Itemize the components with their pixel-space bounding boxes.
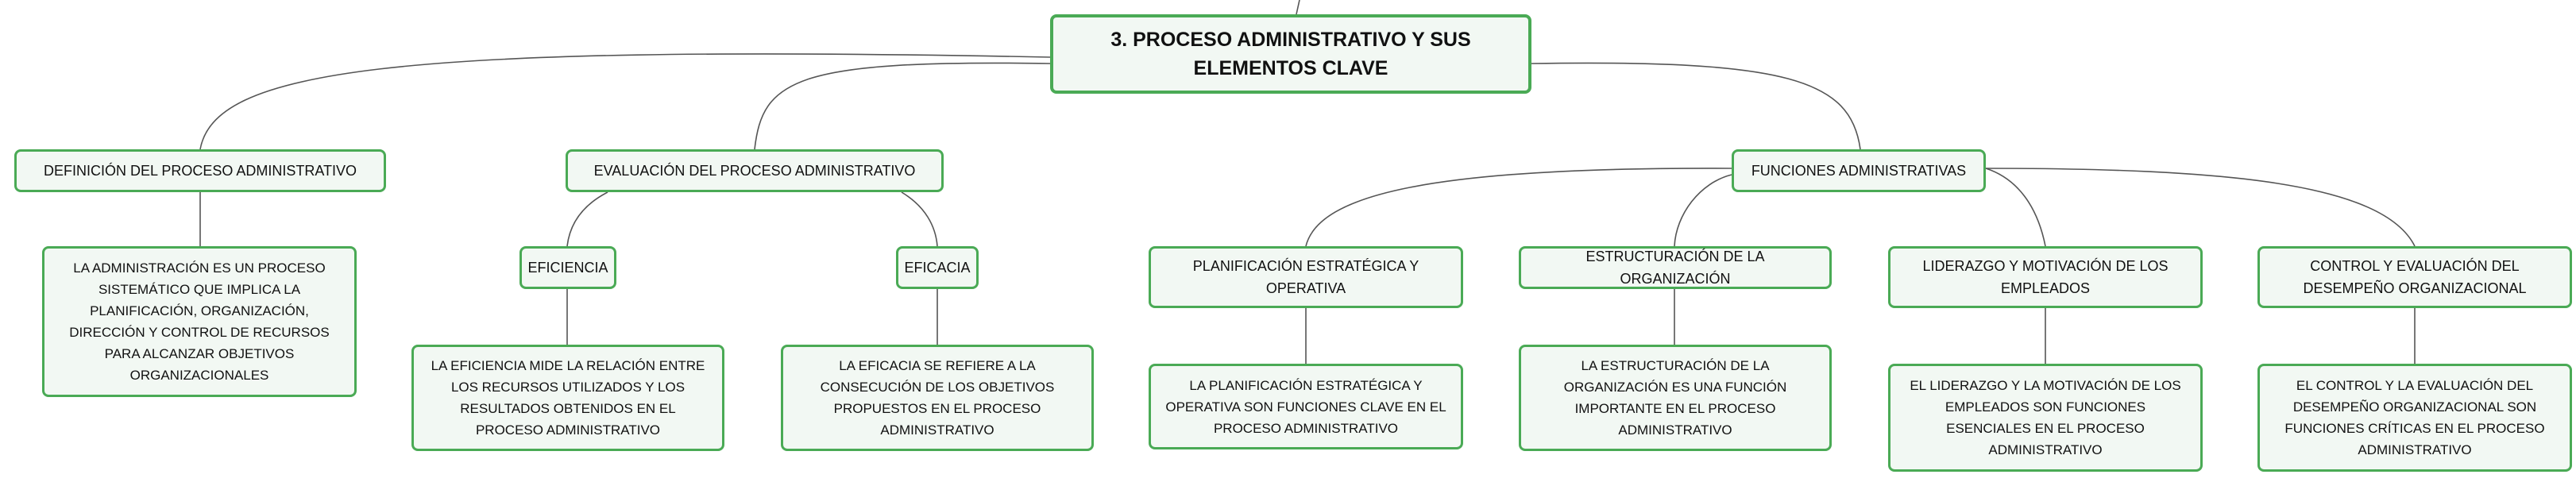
topic-eficacia[interactable]: EFICACIA [896,246,979,289]
connector-funciones-control [1985,168,2416,247]
topic-estructuracion[interactable]: ESTRUCTURACIÓN DE LA ORGANIZACIÓN [1519,246,1832,289]
detail-eficacia[interactable]: LA EFICACIA SE REFIERE A LA CONSECUCIÓN … [781,345,1094,451]
root-topic-text: 3. PROCESO ADMINISTRATIVO Y SUS ELEMENTO… [1110,29,1471,79]
topic-liderazgo-label: LIDERAZGO Y MOTIVACIÓN DE LOS EMPLEADOS [1922,258,2169,296]
detail-estructuracion[interactable]: LA ESTRUCTURACIÓN DE LA ORGANIZACIÓN ES … [1519,345,1832,451]
topic-definicion[interactable]: DEFINICIÓN DEL PROCESO ADMINISTRATIVO [14,149,386,192]
detail-control-text: EL CONTROL Y LA EVALUACIÓN DEL DESEMPEÑO… [2284,378,2545,457]
detail-eficiencia[interactable]: LA EFICIENCIA MIDE LA RELACIÓN ENTRE LOS… [411,345,724,451]
topic-planificacion-label: PLANIFICACIÓN ESTRATÉGICA Y OPERATIVA [1192,258,1419,296]
topic-definicion-label: DEFINICIÓN DEL PROCESO ADMINISTRATIVO [43,163,357,179]
detail-definicion-text: LA ADMINISTRACIÓN ES UN PROCESO SISTEMÁT… [69,260,330,383]
detail-estructuracion-text: LA ESTRUCTURACIÓN DE LA ORGANIZACIÓN ES … [1563,358,1787,438]
detail-eficacia-text: LA EFICACIA SE REFIERE A LA CONSECUCIÓN … [820,358,1055,438]
topic-eficacia-label: EFICACIA [904,260,971,276]
detail-eficiencia-text: LA EFICIENCIA MIDE LA RELACIÓN ENTRE LOS… [431,358,705,438]
connector-evaluacion-eficacia [901,191,938,247]
connector-evaluacion-eficiencia [566,191,608,247]
connector-root-definicion [199,53,1051,150]
detail-definicion[interactable]: LA ADMINISTRACIÓN ES UN PROCESO SISTEMÁT… [42,246,357,397]
detail-control[interactable]: EL CONTROL Y LA EVALUACIÓN DEL DESEMPEÑO… [2257,364,2572,472]
topic-eficiencia-label: EFICIENCIA [527,260,608,276]
topic-funciones-label: FUNCIONES ADMINISTRATIVAS [1751,163,1967,179]
root-topic[interactable]: 3. PROCESO ADMINISTRATIVO Y SUS ELEMENTO… [1050,14,1531,94]
topic-control-label: CONTROL Y EVALUACIÓN DEL DESEMPEÑO ORGAN… [2303,258,2527,296]
detail-planificacion[interactable]: LA PLANIFICACIÓN ESTRATÉGICA Y OPERATIVA… [1149,364,1463,449]
topic-control[interactable]: CONTROL Y EVALUACIÓN DEL DESEMPEÑO ORGAN… [2257,246,2572,308]
connector-root-top [1296,0,1300,15]
topic-funciones[interactable]: FUNCIONES ADMINISTRATIVAS [1732,149,1986,192]
detail-liderazgo[interactable]: EL LIDERAZGO Y LA MOTIVACIÓN DE LOS EMPL… [1888,364,2203,472]
detail-liderazgo-text: EL LIDERAZGO Y LA MOTIVACIÓN DE LOS EMPL… [1910,378,2181,457]
connector-root-funciones [1531,62,1861,150]
topic-planificacion[interactable]: PLANIFICACIÓN ESTRATÉGICA Y OPERATIVA [1149,246,1463,308]
connector-funciones-estructuracion [1674,174,1732,247]
topic-liderazgo[interactable]: LIDERAZGO Y MOTIVACIÓN DE LOS EMPLEADOS [1888,246,2203,308]
topic-evaluacion-label: EVALUACIÓN DEL PROCESO ADMINISTRATIVO [593,163,916,179]
connector-root-evaluacion [754,62,1051,150]
topic-evaluacion[interactable]: EVALUACIÓN DEL PROCESO ADMINISTRATIVO [566,149,944,192]
topic-eficiencia[interactable]: EFICIENCIA [519,246,616,289]
connector-funciones-liderazgo [1985,168,2046,247]
topic-estructuracion-label: ESTRUCTURACIÓN DE LA ORGANIZACIÓN [1585,249,1765,287]
connector-funciones-planificacion [1305,168,1732,247]
detail-planificacion-text: LA PLANIFICACIÓN ESTRATÉGICA Y OPERATIVA… [1165,377,1446,436]
